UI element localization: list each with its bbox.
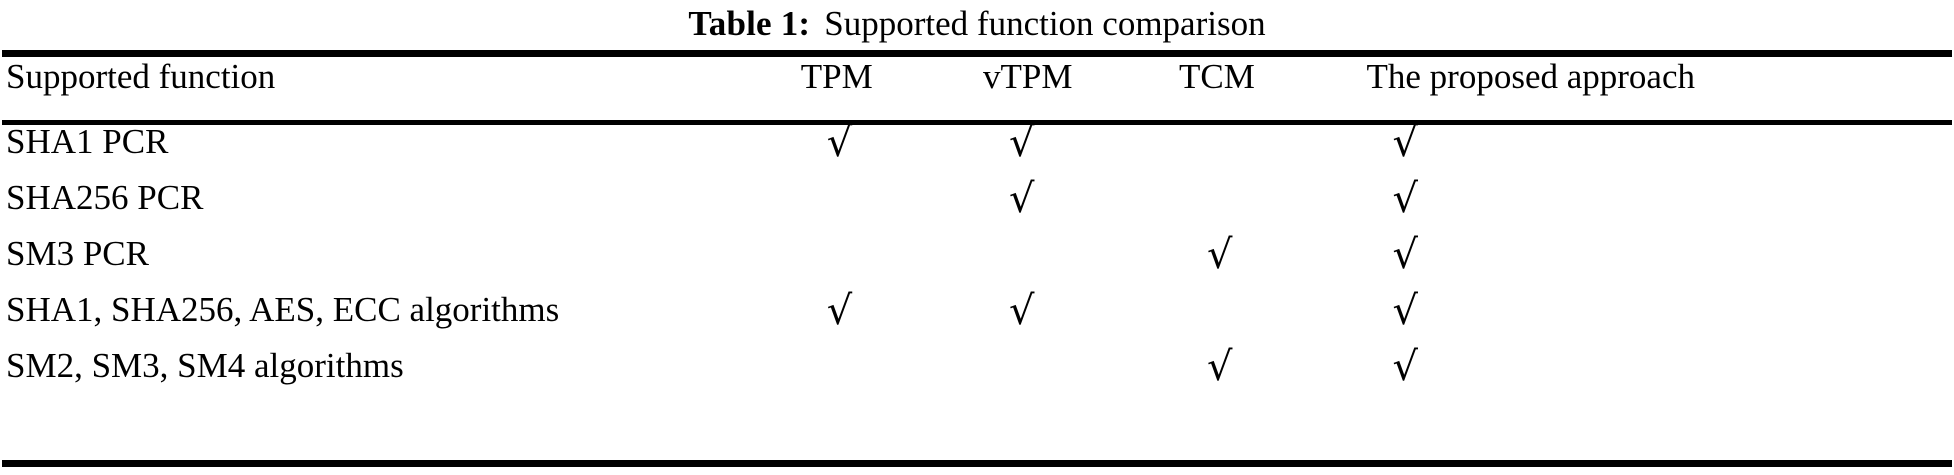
table-bottom-rule	[2, 460, 1952, 467]
cell-sm2-sm3-sm4-tcm: √	[1150, 344, 1328, 400]
table-header: Supported function TPM vTPM TCM The prop…	[2, 57, 1952, 120]
check-icon: √	[1009, 120, 1035, 166]
table-header-row: Supported function TPM vTPM TCM The prop…	[2, 57, 1952, 120]
table-top-rule	[2, 50, 1952, 57]
table-row: SHA1 PCR √ √ √	[2, 120, 1952, 176]
check-icon: √	[1392, 120, 1419, 166]
cell-sha256-pcr-tpm	[771, 176, 952, 232]
cell-sha256-pcr-tcm	[1150, 176, 1328, 232]
check-icon: √	[1392, 344, 1419, 390]
cell-sha1-pcr-tcm	[1150, 120, 1328, 176]
table-row: SM3 PCR √ √	[2, 232, 1952, 288]
cell-sha-aes-ecc-proposed: √	[1328, 288, 1953, 344]
table-row: SHA1, SHA256, AES, ECC algorithms √ √ √	[2, 288, 1952, 344]
row-label-sm2-sm3-sm4-algorithms: SM2, SM3, SM4 algorithms	[6, 346, 404, 385]
check-icon: √	[1392, 232, 1419, 278]
cell-sha-aes-ecc-tpm: √	[771, 288, 952, 344]
check-icon: √	[1392, 176, 1419, 222]
table-caption-text: Supported function comparison	[824, 4, 1266, 43]
cell-sm3-pcr-proposed: √	[1328, 232, 1953, 288]
cell-sm2-sm3-sm4-vtpm	[952, 344, 1150, 400]
table-row: SM2, SM3, SM4 algorithms √ √	[2, 344, 1952, 400]
column-header-tpm: TPM	[800, 57, 873, 96]
cell-sha-aes-ecc-tcm	[1150, 288, 1328, 344]
column-header-vtpm: vTPM	[983, 57, 1073, 96]
cell-sm3-pcr-tpm	[771, 232, 952, 288]
check-icon: √	[1009, 288, 1035, 334]
cell-sm3-pcr-vtpm	[952, 232, 1150, 288]
check-icon: √	[826, 120, 853, 166]
comparison-table: Supported function TPM vTPM TCM The prop…	[2, 57, 1952, 400]
cell-sha1-pcr-proposed: √	[1328, 120, 1953, 176]
row-label-sha256-pcr: SHA256 PCR	[6, 178, 204, 217]
table-caption: Table 1: Supported function comparison	[0, 0, 1954, 48]
check-icon: √	[1392, 288, 1419, 334]
table-body: SHA1 PCR √ √ √ SHA256 PCR √ √ SM3 PCR √ …	[2, 120, 1952, 400]
row-label-sha-aes-ecc-algorithms: SHA1, SHA256, AES, ECC algorithms	[6, 290, 560, 329]
cell-sha-aes-ecc-vtpm: √	[952, 288, 1150, 344]
cell-sha256-pcr-vtpm: √	[952, 176, 1150, 232]
cell-sha1-pcr-vtpm: √	[952, 120, 1150, 176]
row-label-sha1-pcr: SHA1 PCR	[6, 122, 169, 161]
cell-sm2-sm3-sm4-tpm	[771, 344, 952, 400]
check-icon: √	[826, 288, 853, 334]
column-header-proposed: The proposed approach	[1366, 57, 1695, 96]
check-icon: √	[1206, 232, 1233, 278]
row-label-sm3-pcr: SM3 PCR	[6, 234, 149, 273]
cell-sm2-sm3-sm4-proposed: √	[1328, 344, 1953, 400]
cell-sha256-pcr-proposed: √	[1328, 176, 1953, 232]
check-icon: √	[1009, 176, 1035, 222]
table-row: SHA256 PCR √ √	[2, 176, 1952, 232]
table-header-rule	[2, 120, 1952, 125]
cell-sha1-pcr-tpm: √	[771, 120, 952, 176]
column-header-function: Supported function	[6, 57, 276, 96]
column-header-tcm: TCM	[1178, 57, 1255, 96]
cell-sm3-pcr-tcm: √	[1150, 232, 1328, 288]
check-icon: √	[1206, 344, 1233, 390]
table-caption-label: Table 1:	[688, 4, 811, 43]
